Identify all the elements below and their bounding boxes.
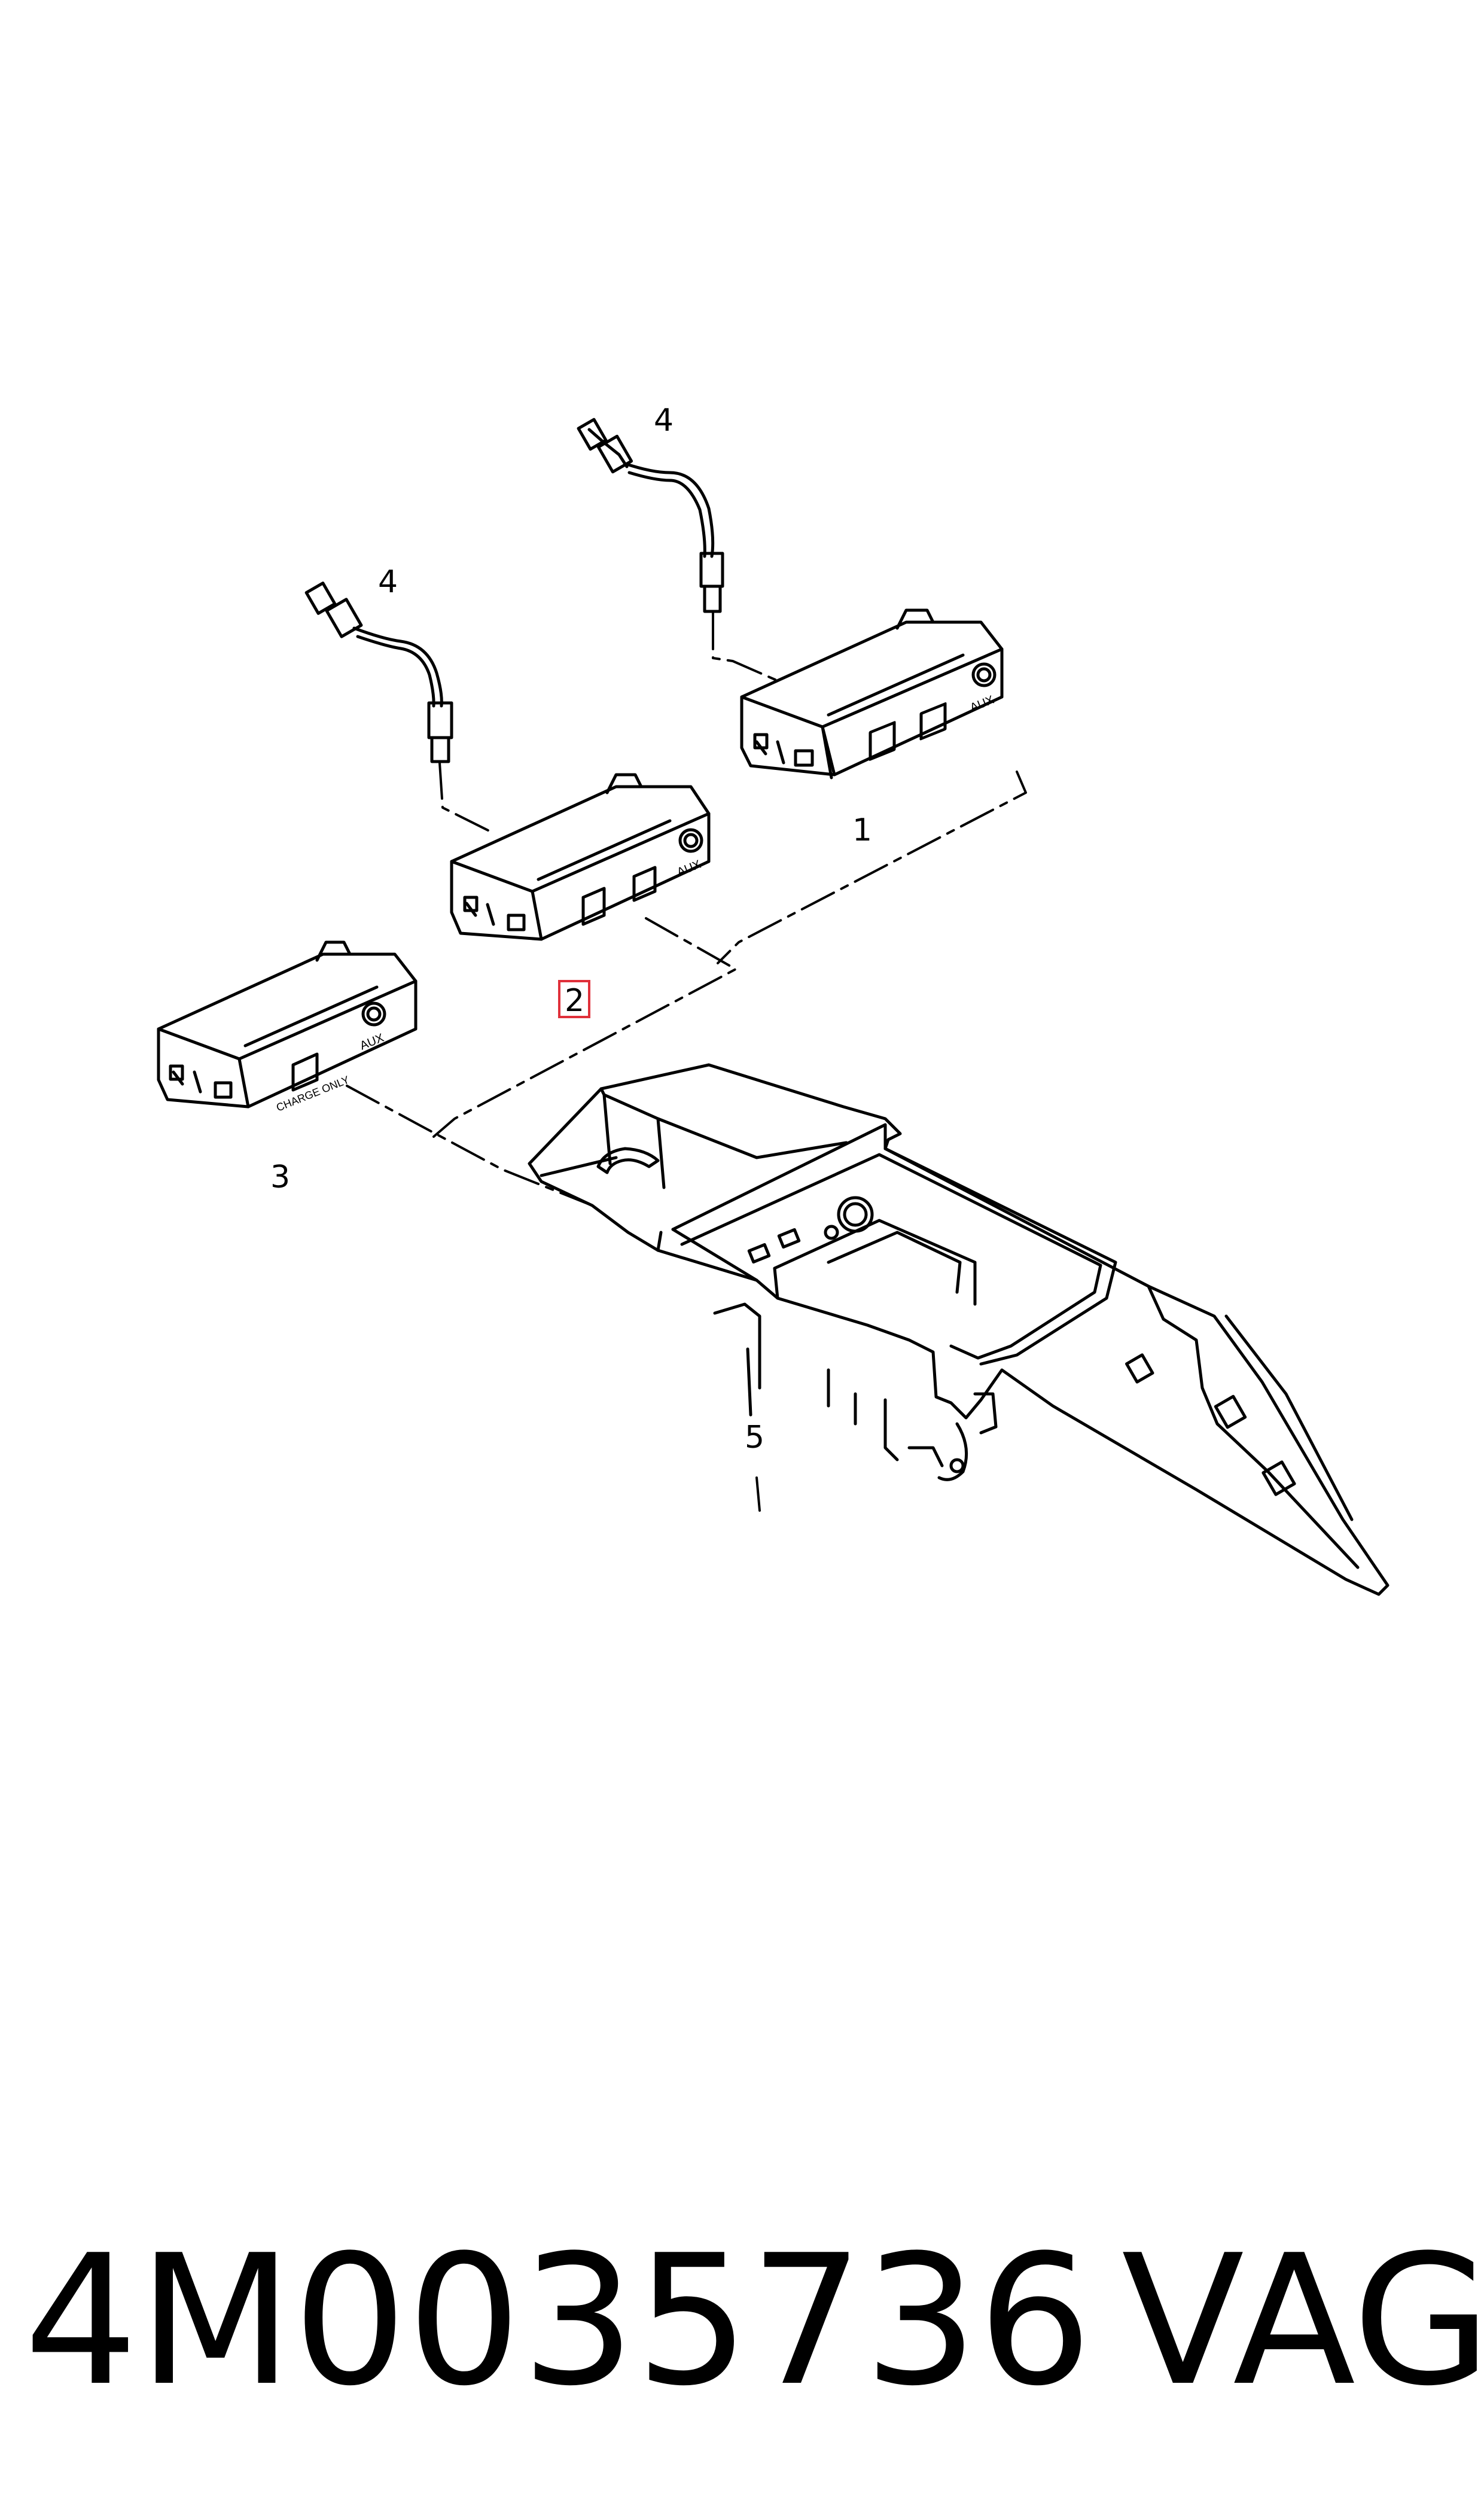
part-number: 4M0035736: [24, 2216, 1092, 2425]
console-5: [528, 1063, 1389, 1596]
callout-3: 3: [270, 1159, 290, 1195]
module-3: [157, 940, 418, 1109]
callout-4-upper: 4: [654, 403, 674, 439]
module-2: [450, 773, 711, 941]
brand-name: VAG: [1122, 2216, 1484, 2425]
callout-5: 5: [745, 1420, 764, 1456]
module-1: [740, 608, 1004, 780]
callout-2-highlight: [558, 980, 590, 1018]
cable-4-middle: [304, 581, 453, 763]
callout-4-middle: 4: [378, 564, 398, 600]
callout-1: 1: [852, 812, 872, 848]
callout-2: 2: [565, 983, 584, 1019]
cable-4-upper: [577, 418, 724, 613]
